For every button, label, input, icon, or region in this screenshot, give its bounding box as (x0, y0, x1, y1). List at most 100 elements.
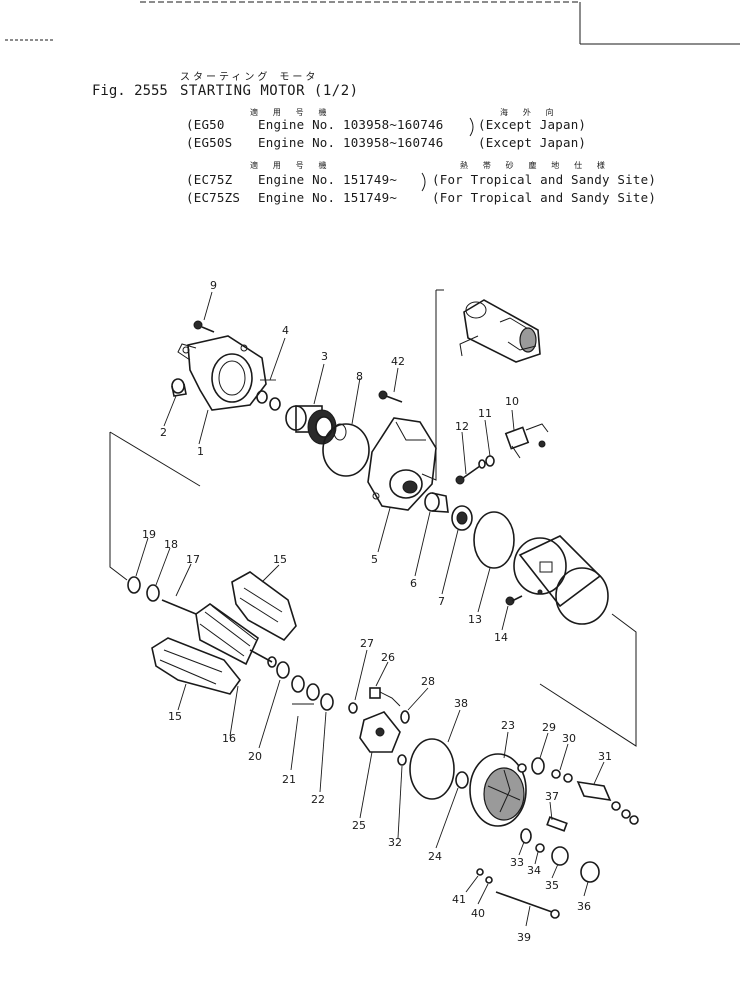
part-8-o-ring (322, 423, 370, 477)
part-7-bearing (451, 505, 473, 531)
callout-35: 35 (545, 879, 559, 892)
part-38-o-ring (409, 738, 455, 800)
callout-10: 10 (505, 395, 519, 408)
callout-15-lower: 15 (168, 710, 182, 723)
callout-42: 42 (391, 355, 405, 368)
callout-12: 12 (455, 420, 469, 433)
model-4: EC75ZS (193, 190, 241, 205)
part-26-brush (369, 687, 401, 707)
callout-17: 17 (186, 553, 200, 566)
part-14-screw (505, 595, 523, 606)
callout-4: 4 (282, 324, 289, 337)
region-3: (For Tropical and Sandy Site) (432, 172, 657, 187)
part-15-field-coil-lower (151, 637, 242, 695)
callout-19: 19 (142, 528, 156, 541)
callout-30: 30 (562, 732, 576, 745)
engine-no-1: Engine No. 103958~160746 (258, 117, 444, 132)
part-1-drive-housing (177, 335, 267, 411)
callout-38: 38 (454, 697, 468, 710)
callout-6: 6 (410, 577, 417, 590)
part-20-washer (276, 661, 290, 679)
callout-26: 26 (381, 651, 395, 664)
part-27-spring (348, 702, 358, 714)
engine-no-2: Engine No. 103958~160746 (258, 135, 444, 150)
callout-29: 29 (542, 721, 556, 734)
callout-40: 40 (471, 907, 485, 920)
part-21-washer-b (306, 683, 320, 701)
callout-2: 2 (160, 426, 167, 439)
applicability-row-1: (EG50 (186, 117, 225, 132)
part-9-bolt (193, 320, 215, 333)
callout-28: 28 (421, 675, 435, 688)
callout-3: 3 (321, 350, 328, 363)
part-13-o-ring (473, 511, 515, 569)
part-15-field-coil-upper (231, 571, 297, 642)
applicability-row-2: (EG50S (186, 135, 233, 150)
callout-25: 25 (352, 819, 366, 832)
region-1: (Except Japan) (478, 117, 587, 132)
callout-32: 32 (388, 836, 402, 849)
part-24-bushing (455, 771, 469, 789)
part-11-washer (478, 455, 495, 469)
callout-13: 13 (468, 613, 482, 626)
part-2-bushing (171, 378, 187, 397)
assembly-lines (109, 289, 637, 747)
part-10-switch (504, 423, 549, 459)
callout-labels: 1 2 3 4 5 6 7 8 9 10 11 12 13 14 15 15 1… (142, 279, 612, 944)
part-6-bushing (424, 492, 449, 513)
yoke-housing (513, 535, 609, 625)
applicability-brackets (421, 117, 474, 192)
figure-number: Fig. 2555 (92, 83, 168, 99)
callout-27: 27 (360, 637, 374, 650)
model-1: EG50 (193, 117, 225, 132)
parts-39-40-41 (476, 868, 560, 919)
callout-22: 22 (311, 793, 325, 806)
part-23-end-frame (469, 753, 527, 827)
part-25-brush-holder (359, 711, 401, 753)
figure-title: STARTING MOTOR (1/2) (180, 83, 359, 99)
callout-23: 23 (501, 719, 515, 732)
callout-37: 37 (545, 790, 559, 803)
callout-11: 11 (478, 407, 492, 420)
part-16-armature (161, 599, 277, 668)
callout-21: 21 (282, 773, 296, 786)
callout-14: 14 (494, 631, 508, 644)
callout-20: 20 (248, 750, 262, 763)
part-22-washer (320, 693, 334, 711)
model-2: EG50S (193, 135, 233, 150)
callout-34: 34 (527, 864, 541, 877)
applicability-row-3: (EC75Z (186, 172, 233, 187)
callout-24: 24 (428, 850, 442, 863)
applicability-region-jp-1: 海 外 向 (500, 108, 559, 117)
callout-7: 7 (438, 595, 445, 608)
applicability-jp-note-3: 適 用 号 機 (250, 161, 332, 170)
callout-16: 16 (222, 732, 236, 745)
callout-36: 36 (577, 900, 591, 913)
callout-33: 33 (510, 856, 524, 869)
leader-lines (135, 291, 605, 927)
callout-39: 39 (517, 931, 531, 944)
callout-41: 41 (452, 893, 466, 906)
part-28-washer (400, 710, 410, 724)
callout-18: 18 (164, 538, 178, 551)
applicability-row-4: (EC75ZS (186, 190, 241, 205)
engine-no-3: Engine No. 151749~ (258, 172, 398, 187)
region-2: (Except Japan) (478, 135, 587, 150)
starter-assembly-thumbnail (459, 299, 541, 363)
part-18-washer (146, 584, 160, 602)
part-19-washer (127, 576, 141, 594)
callout-5: 5 (371, 553, 378, 566)
part-12-bolt (455, 465, 481, 485)
applicability-jp-note-1: 適 用 号 機 (250, 108, 332, 117)
parts-33-34-35-36 (520, 828, 600, 883)
part-37-bolt (546, 816, 568, 832)
model-3: EC75Z (193, 172, 233, 187)
title-katakana: スターティング モータ (180, 72, 319, 83)
region-4: (For Tropical and Sandy Site) (432, 190, 657, 205)
callout-31: 31 (598, 750, 612, 763)
page-border (5, 1, 740, 45)
callout-15-upper: 15 (273, 553, 287, 566)
part-4-bushings (256, 390, 281, 411)
